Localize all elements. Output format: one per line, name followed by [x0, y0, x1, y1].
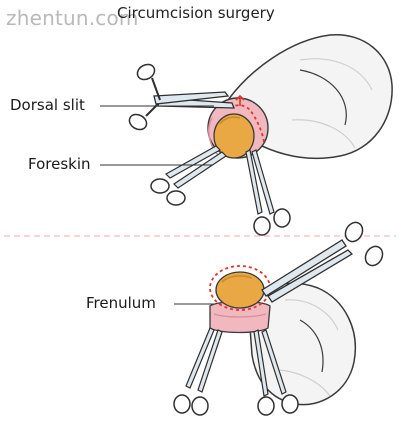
- label-dorsal-slit: Dorsal slit: [10, 96, 85, 114]
- bottom-glans: [215, 271, 265, 309]
- dorsal-slit-marker: [229, 104, 265, 143]
- watermark: zhentun.com: [6, 6, 139, 30]
- top-clamps: [150, 145, 291, 236]
- bottom-penis-shaft: [247, 282, 356, 406]
- label-frenulum: Frenulum: [86, 294, 156, 312]
- bottom-scissors: [261, 221, 384, 303]
- label-foreskin: Foreskin: [28, 155, 91, 173]
- bottom-clamps: [173, 327, 299, 416]
- diagram-title: Circumcision surgery: [117, 4, 275, 22]
- top-scissors: [128, 63, 235, 131]
- top-glans: [213, 113, 255, 159]
- top-penis-shaft: [227, 34, 393, 160]
